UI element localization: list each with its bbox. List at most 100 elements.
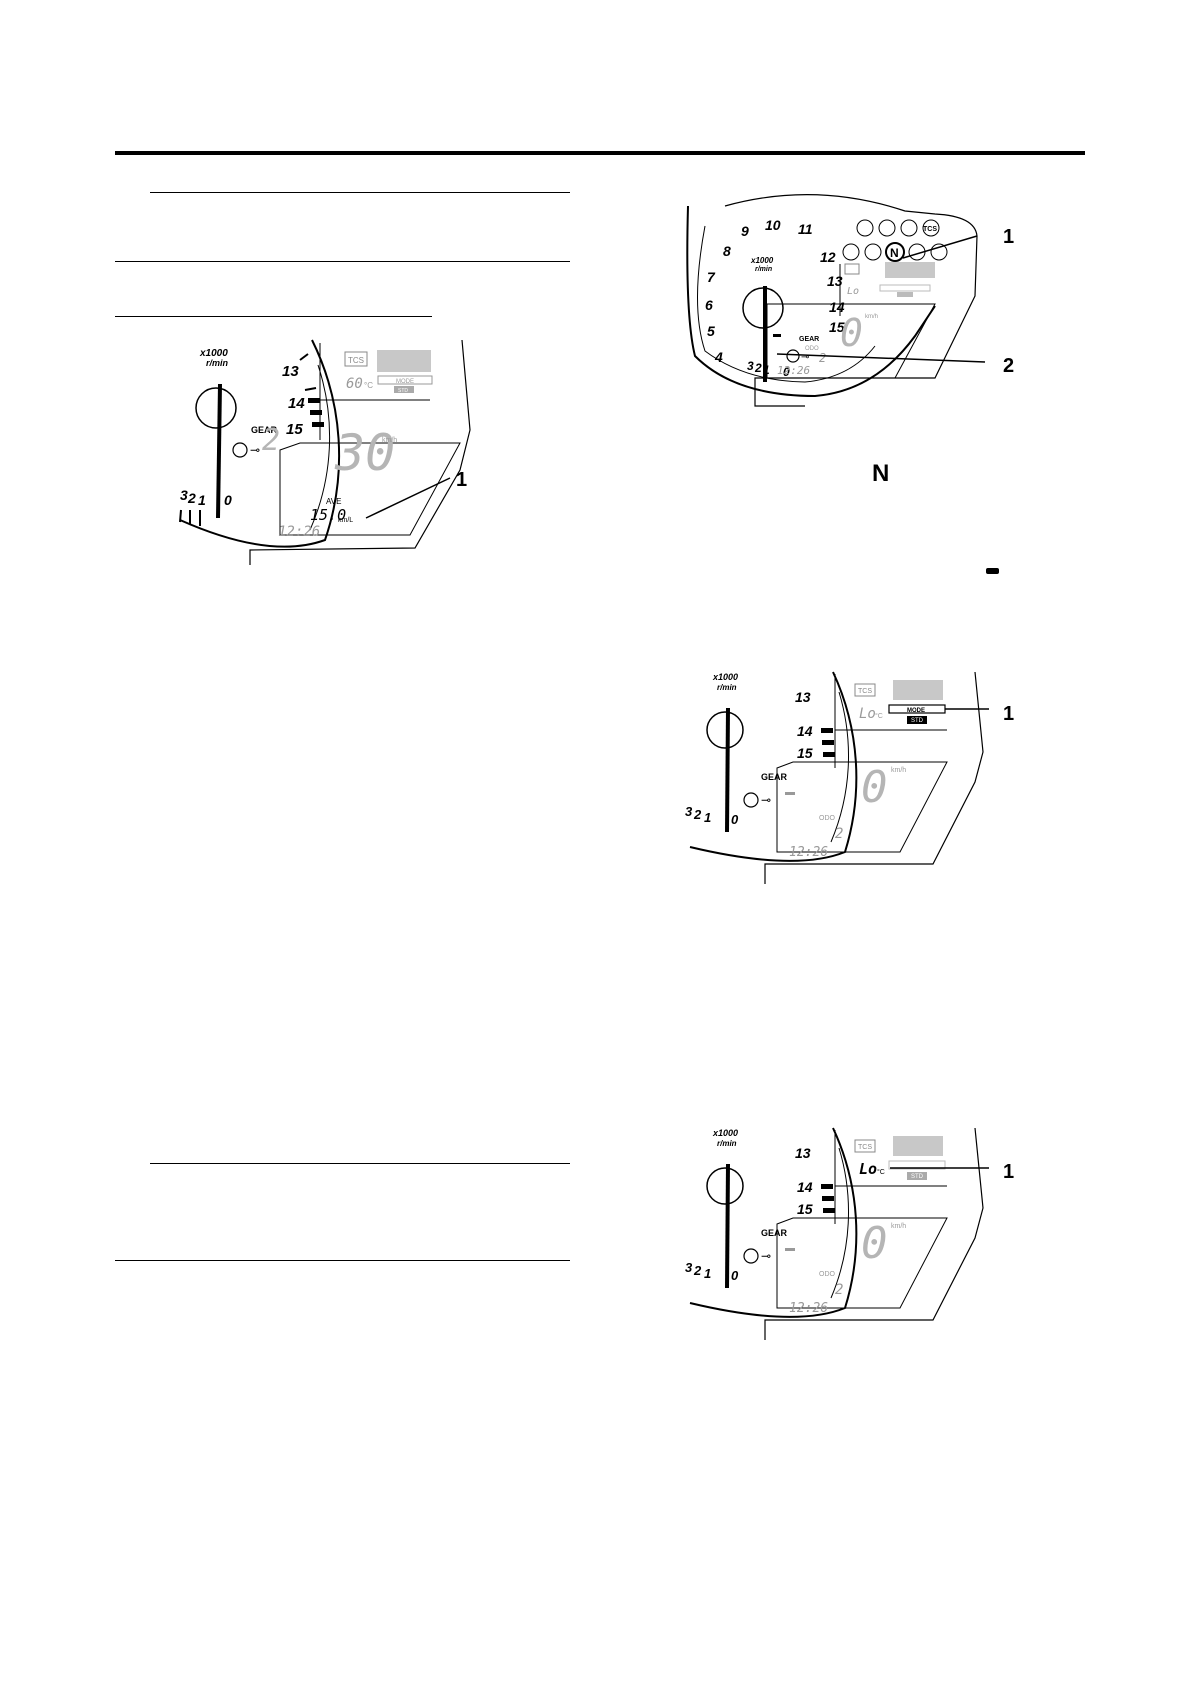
neutral-icon: [885, 242, 905, 262]
temp-value: Lo: [847, 286, 859, 297]
gear-label: GEAR: [251, 425, 278, 435]
dial-num-6: 6: [705, 297, 713, 313]
mode-label: MODE: [907, 708, 925, 714]
tach-dial-outer: [689, 1127, 858, 1318]
casing-outline: [764, 671, 984, 884]
callout-1: 1: [456, 469, 467, 491]
tcs-box: [344, 351, 368, 367]
std-box: [907, 1172, 927, 1180]
figure-4-dashboard: x1000 r/min 13 14 15 3 2 1 0 ⊸ GEAR TCS …: [685, 1127, 1014, 1340]
low-num-0: 0: [731, 1268, 739, 1283]
casing-outline: [249, 339, 471, 565]
odo-value: 2: [835, 826, 843, 842]
tick-14: [304, 387, 317, 391]
speed-value: 0: [861, 762, 888, 813]
tcs-box: [844, 263, 860, 275]
dial-num-14: 14: [797, 1179, 813, 1195]
low-num-2: 2: [754, 361, 762, 375]
tach-unit-bottom: r/min: [717, 683, 737, 692]
note-rule-top-2: [150, 1163, 570, 1164]
tcs-bargraph: [885, 262, 935, 278]
needle-hub: [195, 387, 237, 429]
oil-pressure-icon: [878, 219, 896, 237]
figure-1-dashboard: x1000 r/min 13 14 15 3 2 1 0 ⊸ GEAR TCS …: [179, 339, 471, 565]
speed-value: 30: [334, 424, 395, 482]
dial-num-15: 15: [286, 421, 303, 438]
clock: 12:26: [789, 1301, 828, 1316]
dial-num-11: 11: [798, 221, 813, 237]
temp-value: Lo: [859, 1160, 877, 1178]
mode-label: MODE: [396, 379, 414, 385]
tcs-bargraph: [893, 1136, 943, 1156]
tach-dial-inner: [697, 225, 876, 383]
tach-needle: [216, 383, 222, 519]
speed-unit: km/h: [891, 1223, 906, 1230]
dial-num-2: 2: [187, 490, 196, 506]
gear-dash: [785, 1248, 795, 1251]
turn-right-icon: [930, 243, 948, 261]
gear-value: 2: [262, 423, 280, 458]
tcs-bargraph: [893, 680, 943, 700]
needle-hub: [706, 711, 744, 749]
dial-num-5: 5: [707, 323, 715, 339]
callout-1: 1: [1003, 703, 1014, 725]
dash-symbol-inline: [986, 568, 999, 574]
redline-bar-3: [823, 1208, 835, 1213]
callout-line-1: [365, 477, 451, 519]
header-rule: [115, 151, 1085, 155]
dial-num-3: 3: [180, 487, 188, 503]
speed-value: 0: [840, 311, 863, 355]
callout-line-1: [902, 235, 978, 259]
tcs-label: TCS: [858, 1144, 872, 1151]
casing-outline: [724, 194, 978, 407]
tach-unit-bottom: r/min: [755, 266, 772, 273]
redline-bar-3: [312, 422, 324, 427]
key-icon: ⊸: [801, 352, 809, 363]
clock: 12:26: [789, 845, 828, 860]
dial-num-13: 13: [795, 689, 811, 705]
temp-value: 60: [346, 376, 363, 392]
clock: 12:26: [777, 364, 810, 377]
callout-2: 2: [1003, 355, 1014, 377]
odo-value: 2: [835, 1282, 843, 1298]
std-box: [394, 386, 414, 393]
key-icon: ⊸: [761, 1249, 771, 1263]
tcs-label: TCS: [858, 688, 872, 695]
std-label: STD: [911, 718, 924, 724]
tach-dial-outer: [179, 339, 341, 548]
tach-dial-outer: [689, 671, 858, 862]
speed-unit: km/h: [891, 767, 906, 774]
std-label: STD: [398, 388, 408, 394]
tach-dial-outer: [686, 205, 936, 398]
odo-label: ODO: [819, 1271, 836, 1278]
tick-13: [299, 353, 309, 361]
low-num-1: 1: [704, 1266, 711, 1281]
dial-num-14: 14: [829, 299, 845, 315]
dial-num-10: 10: [765, 217, 781, 233]
gear-dash: [785, 792, 795, 795]
tcs-box: [854, 683, 876, 697]
ave-value: 15.0: [310, 506, 346, 524]
redline-bar-1: [821, 728, 833, 733]
dial-num-15: 15: [797, 1201, 813, 1217]
immobilizer-lamp: [743, 1248, 759, 1264]
temp-unit: °C: [875, 712, 883, 720]
low-tick-a: [179, 509, 182, 523]
temp-unit: °C: [364, 381, 373, 390]
temp-value: Lo: [859, 706, 876, 722]
speed-unit: km/h: [865, 314, 878, 320]
dial-num-9: 9: [741, 223, 749, 239]
low-num-2: 2: [693, 1263, 702, 1278]
tach-needle: [725, 1163, 730, 1289]
tach-dial-inner: [309, 364, 331, 531]
odo-label: ODO: [819, 815, 836, 822]
callout-1: 1: [1003, 1161, 1014, 1183]
note-rule-bottom-1: [115, 261, 570, 262]
immobilizer-lamp: [743, 792, 759, 808]
low-num-0: 0: [731, 812, 739, 827]
gear-label: GEAR: [799, 336, 819, 343]
casing-outline: [764, 1127, 984, 1340]
mode-box: [888, 1160, 946, 1170]
tach-unit-top: x1000: [712, 672, 738, 682]
figure-3-dashboard: x1000 r/min 13 14 15 3 2 1 0 ⊸ GEAR TCS …: [685, 671, 1014, 884]
